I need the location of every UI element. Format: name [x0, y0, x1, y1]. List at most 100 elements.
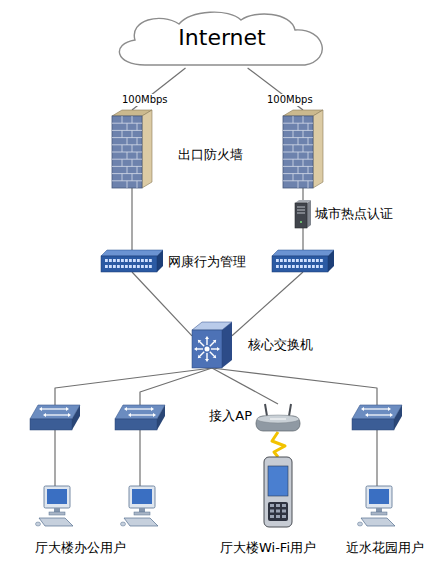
core-arrow	[197, 348, 203, 349]
core-arrow	[211, 348, 217, 349]
access-arrow-head	[151, 407, 154, 411]
monitor-frame	[129, 486, 155, 508]
phone-key	[282, 510, 286, 513]
switch-port	[145, 265, 148, 268]
switch-port	[109, 265, 112, 268]
brick-joint	[112, 144, 142, 145]
ap-antenna	[265, 404, 267, 416]
phone-key	[276, 504, 280, 507]
access-front	[30, 419, 72, 430]
switch-port	[129, 259, 132, 262]
access-side	[157, 405, 165, 430]
switch-port	[149, 259, 152, 262]
switch-port	[276, 259, 279, 262]
access-side	[394, 405, 402, 430]
access-arrow	[56, 414, 68, 415]
switch-port	[288, 265, 291, 268]
switch-port	[320, 259, 323, 262]
access-arrow-head	[361, 407, 364, 411]
node-label: 核心交换机	[248, 337, 313, 353]
brick-joint	[303, 145, 304, 152]
phone-key	[270, 515, 274, 518]
phone-icon	[264, 457, 292, 527]
switch-port	[312, 259, 315, 262]
network-link	[302, 228, 303, 250]
switch-port	[125, 265, 128, 268]
drive-slot	[297, 207, 305, 208]
switch-port	[296, 265, 299, 268]
switch-top	[272, 250, 334, 256]
firewall-icon	[112, 110, 152, 188]
switch-port	[288, 259, 291, 262]
switch-port	[280, 265, 283, 268]
wall-front	[112, 116, 142, 188]
bandwidth-label: 100Mbps	[266, 94, 314, 106]
switch-port	[149, 265, 152, 268]
core-arrow-head	[213, 338, 218, 343]
internet-cloud: Internet	[105, 8, 335, 68]
monitor-base	[134, 512, 150, 515]
access-arrow	[131, 414, 141, 415]
core-arrow	[210, 342, 214, 346]
brick-joint	[122, 130, 123, 137]
monitor-base	[371, 512, 387, 515]
brick-joint	[137, 181, 138, 188]
access-arrow-head	[68, 413, 71, 417]
access-arrow	[46, 414, 56, 415]
brick-joint	[303, 116, 304, 123]
access-top	[115, 405, 165, 419]
pc-icon	[120, 486, 160, 528]
core-icon	[192, 322, 232, 368]
switch-port	[141, 265, 144, 268]
monitor-screen	[132, 489, 152, 504]
phone-keypad	[268, 502, 288, 521]
power-led	[300, 221, 302, 223]
access-side	[72, 405, 80, 430]
drive-slot	[297, 213, 305, 214]
brick-joint	[137, 123, 138, 130]
brick-joint	[283, 159, 313, 160]
core-hub	[205, 347, 210, 352]
switch-port	[129, 265, 132, 268]
network-link	[54, 430, 55, 486]
phone-key	[282, 504, 286, 507]
ap-arrow	[270, 419, 286, 420]
phone-key	[270, 510, 274, 513]
switch-port	[113, 259, 116, 262]
core-arrow-head	[217, 347, 220, 351]
monitor-stand	[139, 508, 145, 512]
sw-icon	[272, 250, 334, 272]
access-icon	[352, 405, 402, 430]
access-arrow	[139, 408, 151, 409]
switch-port	[316, 259, 319, 262]
switch-port	[121, 265, 124, 268]
phone-key	[282, 515, 286, 518]
brick-joint	[127, 166, 128, 173]
network-link	[55, 368, 212, 405]
access-point: 接入AP	[256, 404, 300, 432]
brick-joint	[137, 166, 138, 173]
switch-port	[284, 259, 287, 262]
behavior-switch	[272, 250, 334, 272]
access-arrow-head	[43, 413, 46, 417]
access-arrow-head	[390, 413, 393, 417]
keyboard	[361, 518, 395, 526]
access-front	[115, 419, 157, 430]
wireless-link	[272, 432, 285, 457]
brick-joint	[293, 159, 294, 166]
wall-side	[313, 110, 323, 188]
network-link	[140, 368, 212, 405]
keyboard	[39, 518, 73, 526]
node-label: 城市热点认证	[315, 206, 393, 222]
switch-side	[157, 250, 163, 272]
node-label: 厅大楼Wi-Fi用户	[220, 540, 316, 556]
core-arrow-head	[196, 355, 201, 360]
brick-joint	[122, 145, 123, 152]
ap-body	[256, 416, 300, 431]
user-pc: 近水花园用户	[357, 486, 397, 528]
monitor-frame	[44, 486, 70, 508]
access-arrow-head	[128, 413, 131, 417]
bandwidth-label: 100Mbps	[121, 94, 169, 106]
access-front	[352, 419, 394, 430]
